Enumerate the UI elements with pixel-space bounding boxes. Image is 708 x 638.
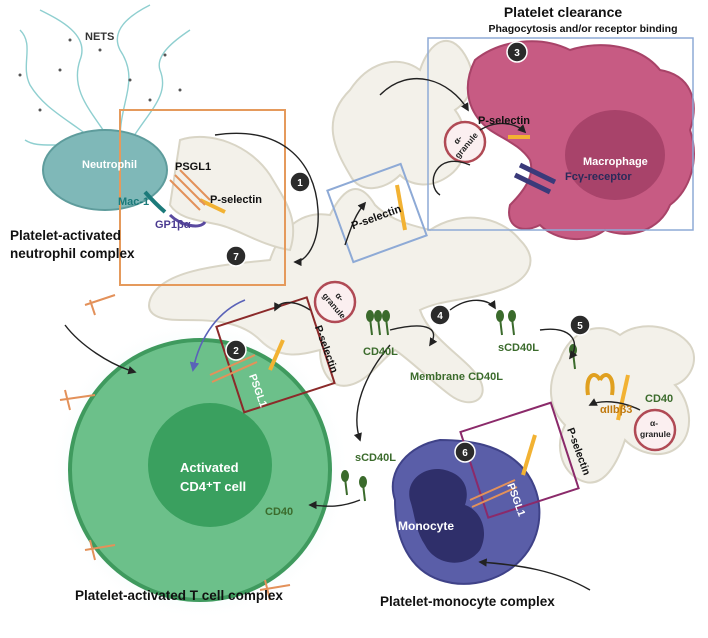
macrophage-label: Macrophage <box>583 156 648 168</box>
step-3-badge <box>506 41 528 63</box>
pselectin-macro-label: P-selectin <box>478 115 530 127</box>
monocyte-pselectin-box <box>459 401 580 519</box>
step-2-number: 2 <box>233 346 239 357</box>
neutrophil-box <box>119 109 286 286</box>
step-3-number: 3 <box>514 48 520 59</box>
clearance-title: Platelet clearance <box>504 4 623 20</box>
cd40l-glyphs <box>341 310 577 502</box>
gp1ba-label: GP1βα <box>155 219 191 231</box>
macrophage-box <box>427 37 694 231</box>
neutrophil-cell <box>42 129 168 211</box>
step-6-number: 6 <box>462 448 468 459</box>
step-2-badge <box>225 339 247 361</box>
gp1ba-glyph <box>168 213 207 228</box>
nets-label: NETS <box>85 31 114 43</box>
membrane-cd40l-label: Membrane CD40L <box>410 371 503 383</box>
step-4-badge <box>429 304 451 326</box>
platelet-top <box>331 39 474 190</box>
alpha-granule-right-label-1: α- <box>650 418 658 428</box>
alpha-granule-top <box>443 120 487 164</box>
monocyte-complex-title: Platelet-monocyte complex <box>380 594 555 609</box>
cd40-tcell-label: CD40 <box>265 506 293 518</box>
cd40l-label: CD40L <box>363 346 398 358</box>
tcell-complex-title: Platelet-activated T cell complex <box>75 588 283 603</box>
nets-dots <box>18 38 182 112</box>
tcell-nucleus <box>148 403 272 527</box>
step-numbers: 1 2 3 4 5 6 7 <box>233 48 583 459</box>
receptor-glyphs <box>199 135 630 476</box>
nets-strands <box>19 4 191 151</box>
step-6-badge <box>454 441 476 463</box>
cd40-right-label: CD40 <box>645 393 673 405</box>
monocyte-nucleus <box>409 469 485 563</box>
neutrophil-label: Neutrophil <box>82 159 137 171</box>
aiib-label: αIIbβ3 <box>600 404 632 416</box>
fc-receptor-glyph <box>513 162 557 195</box>
step-1-number: 1 <box>297 178 303 189</box>
macrophage-nucleus <box>565 110 665 200</box>
scd40l-right-label: sCD40L <box>498 342 539 354</box>
clearance-subtitle: Phagocytosis and/or receptor binding <box>488 23 677 35</box>
aiib-glyph <box>585 373 615 396</box>
arrows <box>64 77 641 591</box>
fc-receptor-label: Fcγ-receptor <box>565 171 632 183</box>
step-7-number: 7 <box>233 252 239 263</box>
step-7-badge <box>225 245 247 267</box>
psgl1-neutrophil-label: PSGL1 <box>175 161 211 173</box>
monocyte-label: Monocyte <box>398 519 454 533</box>
neutro-complex-title-1: Platelet-activated <box>10 228 121 243</box>
step-5-badge <box>569 314 591 336</box>
activated-label-2: CD4⁺T cell <box>180 479 246 494</box>
step-1-badge <box>289 171 311 193</box>
mac1-glyph <box>143 190 167 214</box>
step-5-number: 5 <box>577 321 583 332</box>
neutro-complex-title-2: neutrophil complex <box>10 246 135 261</box>
pselectin-neutrophil-label: P-selectin <box>210 194 262 206</box>
scd40l-bottom-label: sCD40L <box>355 452 396 464</box>
mac1-label: Mac-1 <box>118 196 149 208</box>
psgl1-glyphs <box>59 169 518 601</box>
tcell-pselectin-box <box>215 296 336 414</box>
pselectin-center-box <box>326 162 428 264</box>
alpha-granule-right <box>633 408 677 452</box>
step-4-number: 4 <box>437 311 443 322</box>
alpha-granule-right-label-2: granule <box>640 429 671 439</box>
step-badges <box>225 41 591 463</box>
activated-label-1: Activated <box>180 460 239 475</box>
blue-arrow <box>189 299 246 372</box>
alpha-granule-mid <box>313 280 357 324</box>
